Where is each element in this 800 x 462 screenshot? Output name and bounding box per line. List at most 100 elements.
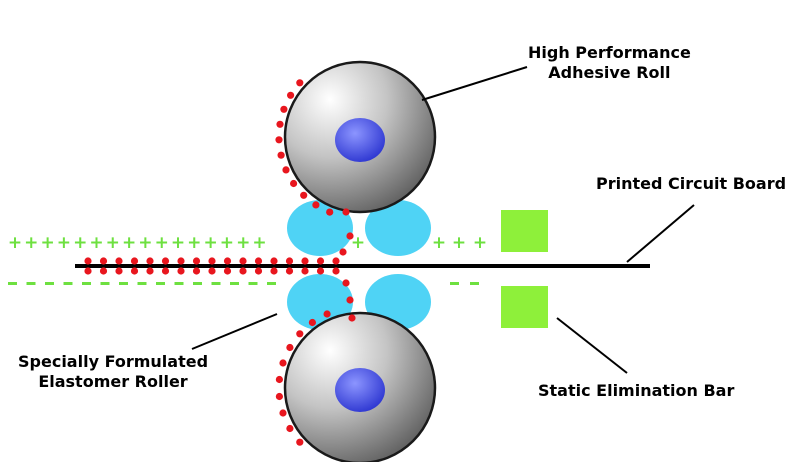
- contaminant-particle: [208, 257, 216, 265]
- contaminant-particle: [276, 120, 284, 128]
- negative-charge-row: [8, 282, 479, 285]
- static-bar-top: [501, 210, 548, 252]
- contaminant-particle: [346, 232, 354, 240]
- contaminant-particle: [223, 267, 232, 275]
- elastomer-pad-top-right: [365, 200, 431, 256]
- contaminant-particle: [146, 267, 154, 275]
- positive-charge: +: [57, 233, 71, 253]
- contaminant-particle: [270, 267, 278, 275]
- adhesive-roll: [283, 60, 437, 214]
- contaminant-particle: [301, 267, 309, 275]
- contaminant-particle: [312, 201, 320, 209]
- contaminant-particle: [275, 375, 283, 384]
- contaminant-particle: [316, 257, 325, 265]
- positive-charge: +: [40, 233, 54, 253]
- elastomer-roller-hub: [335, 368, 385, 412]
- contaminant-particle: [296, 438, 304, 446]
- negative-charge: [119, 282, 128, 285]
- contaminant-particle: [342, 279, 350, 287]
- contaminant-particle: [348, 314, 356, 322]
- elastomer-label-line2: Elastomer Roller: [38, 372, 188, 391]
- contaminant-particle: [177, 257, 185, 265]
- adhesive-roll-label-line1: High Performance: [528, 43, 691, 62]
- contaminant-particle: [84, 257, 92, 265]
- static-bar-bottom: [501, 286, 548, 328]
- negative-charge: [230, 282, 239, 285]
- contaminant-particle: [285, 257, 294, 265]
- elastomer-roller: [283, 311, 437, 462]
- contaminant-particle: [346, 296, 354, 304]
- contaminant-particle: [254, 267, 263, 275]
- contaminant-particle: [287, 91, 295, 99]
- negative-charge: [137, 282, 147, 285]
- contaminant-particle: [254, 257, 263, 265]
- contaminant-particle: [130, 257, 139, 265]
- contaminant-particle: [285, 267, 294, 275]
- negative-charge: [211, 282, 221, 285]
- positive-charge: +: [252, 233, 266, 253]
- contaminant-particle: [323, 310, 331, 318]
- negative-charge: [174, 282, 184, 285]
- negative-charge: [470, 282, 479, 285]
- contaminant-particle: [326, 208, 334, 216]
- contaminant-particle: [279, 359, 287, 367]
- adhesive-roll-leader: [421, 66, 528, 101]
- contaminant-particle: [146, 257, 154, 265]
- contaminant-particle: [99, 257, 108, 265]
- positive-charge: +: [236, 233, 250, 253]
- contaminant-particle: [99, 267, 108, 275]
- contaminant-particle: [316, 267, 325, 275]
- contaminant-particle: [308, 318, 316, 327]
- contaminant-particle: [286, 343, 294, 352]
- negative-charge: [45, 282, 54, 285]
- contaminant-particle: [84, 267, 92, 275]
- contaminant-particle: [296, 79, 304, 87]
- contaminant-particle: [332, 267, 340, 275]
- contaminant-particle: [239, 267, 247, 275]
- contaminant-particle: [290, 179, 298, 188]
- pcb-label: Printed Circuit Board: [596, 174, 787, 193]
- static-bar-leader: [556, 317, 628, 374]
- contaminant-particle: [286, 424, 294, 433]
- adhesive-roll-label-line2: Adhesive Roll: [548, 63, 671, 82]
- contaminant-particle: [300, 191, 308, 199]
- contaminant-particle: [342, 208, 350, 216]
- negative-charge: [8, 282, 17, 285]
- contaminant-particle: [208, 267, 216, 275]
- contaminant-particle: [115, 257, 123, 265]
- positive-charge: +: [24, 233, 38, 253]
- positive-charge: +: [73, 233, 87, 253]
- elastomer-pad-top-left: [287, 200, 353, 256]
- positive-charge: +: [138, 233, 152, 253]
- contaminant-particle: [301, 257, 309, 265]
- positive-charge: +: [155, 233, 169, 253]
- contaminant-particle: [339, 248, 347, 256]
- positive-charge: +: [8, 233, 22, 253]
- contaminant-particle: [275, 392, 283, 401]
- contaminant-particle: [279, 409, 287, 417]
- positive-charge: +: [473, 233, 487, 253]
- contaminant-particle: [296, 330, 304, 338]
- positive-charge: +: [432, 233, 446, 253]
- contaminant-particle: [177, 267, 185, 275]
- positive-charge: +: [203, 233, 217, 253]
- contaminant-particle: [280, 105, 288, 113]
- positive-charge-row: ++++++++++++++++++++: [8, 233, 487, 253]
- contaminant-particle: [130, 267, 139, 275]
- elastomer-label: Specially Formulated Elastomer Roller: [18, 352, 208, 392]
- elastomer-leader: [191, 313, 278, 350]
- contaminant-particle: [223, 257, 232, 265]
- contaminant-particle: [270, 257, 278, 265]
- contaminant-particles: [84, 79, 356, 446]
- static-bar-label: Static Elimination Bar: [538, 381, 735, 400]
- positive-charge: +: [187, 233, 201, 253]
- contaminant-particle: [277, 151, 285, 159]
- adhesive-roll-label: High Performance Adhesive Roll: [528, 43, 691, 83]
- positive-charge: +: [220, 233, 234, 253]
- adhesive-roll-hub: [335, 118, 385, 162]
- negative-charge: [248, 282, 258, 285]
- negative-charge: [63, 282, 73, 285]
- contaminant-particle: [332, 257, 340, 265]
- contaminant-particle: [192, 257, 201, 265]
- positive-charge: +: [89, 233, 103, 253]
